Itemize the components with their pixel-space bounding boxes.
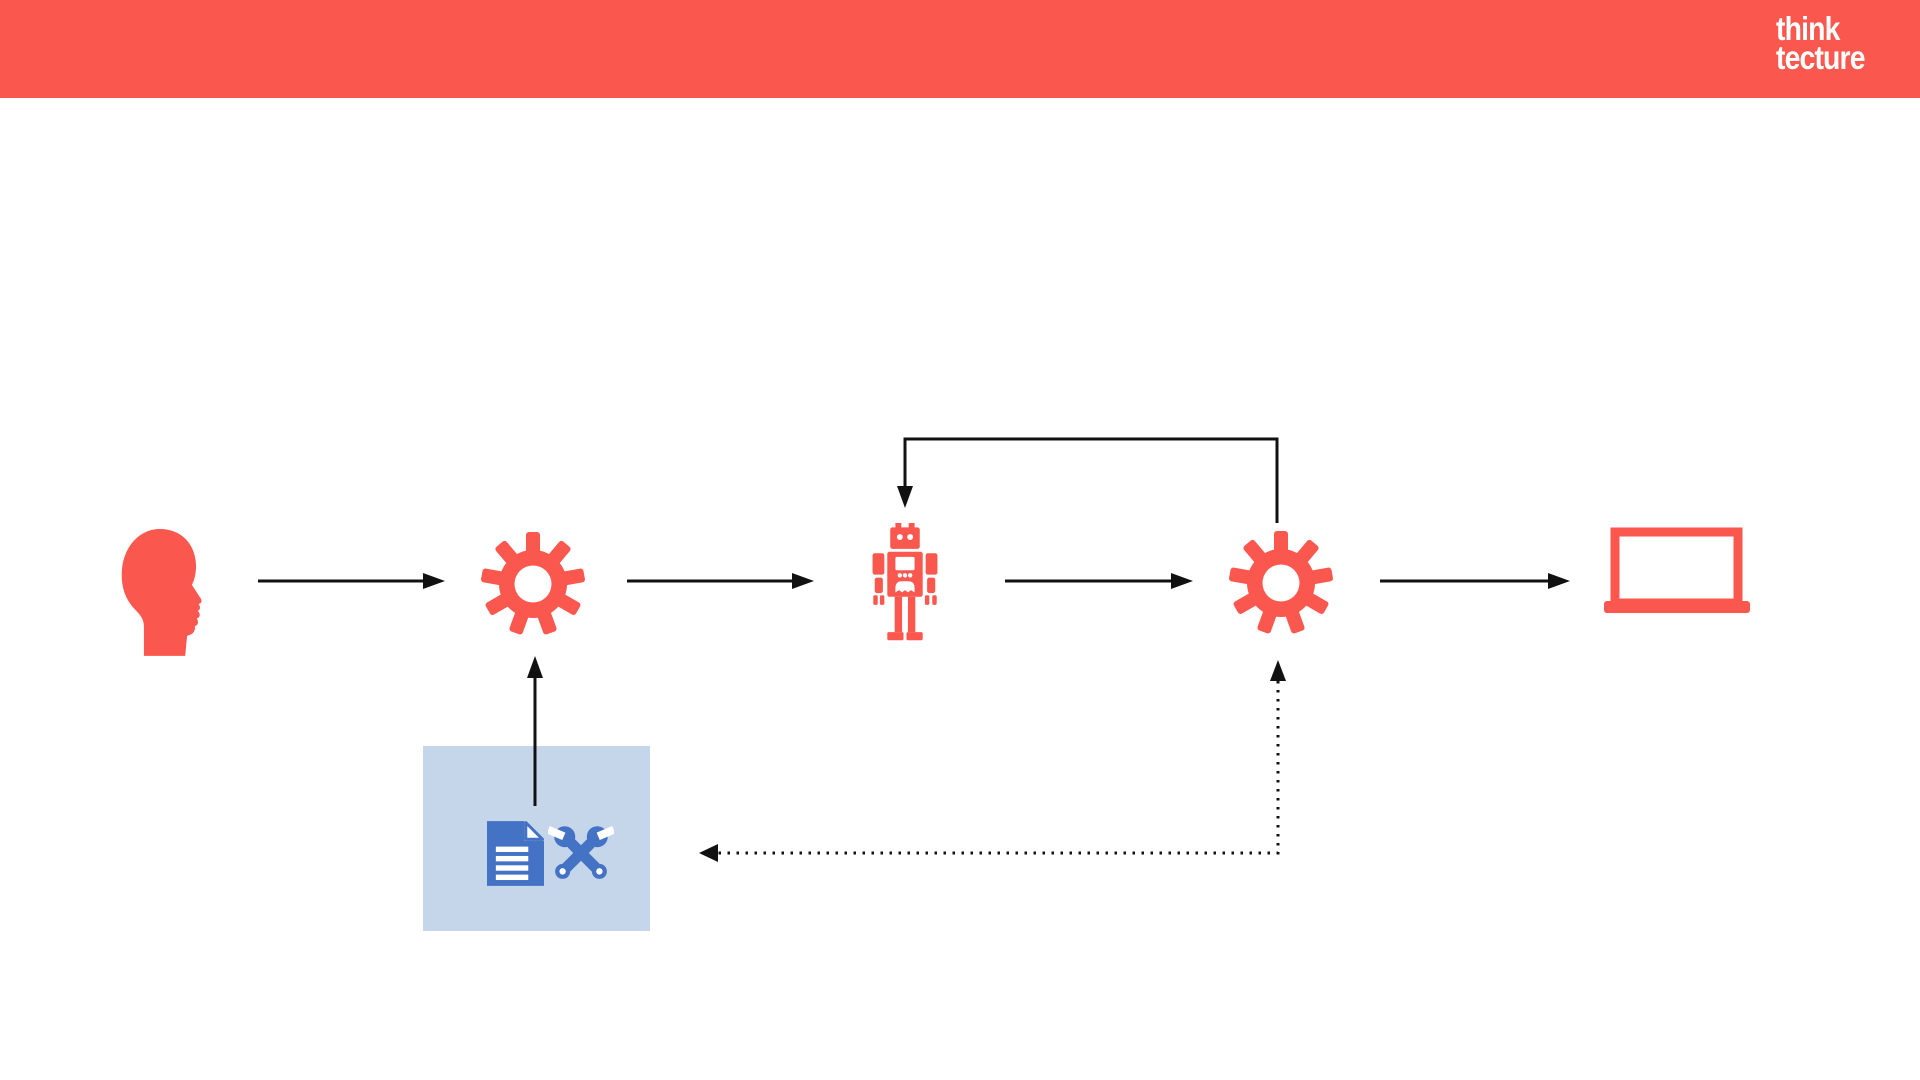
gear-icon-1 xyxy=(481,532,585,636)
connector-gear1-to-robot xyxy=(627,573,814,589)
robot-icon xyxy=(872,523,938,641)
connector-user-to-gear1 xyxy=(258,573,445,589)
connector-robot-to-gear2 xyxy=(1005,573,1193,589)
laptop-icon xyxy=(1604,527,1750,613)
person-head-icon xyxy=(121,528,202,656)
logo-line-1: think xyxy=(1776,10,1840,47)
connector-gear2-loop-to-robot xyxy=(897,437,1279,523)
document-icon xyxy=(487,821,544,886)
thinktecture-logo: think tecture xyxy=(1776,10,1865,76)
connector-dotted-feedback xyxy=(699,660,1286,862)
connector-resources-to-gear1 xyxy=(527,656,543,806)
connector-gear2-to-laptop xyxy=(1380,573,1570,589)
gear-icon-2 xyxy=(1229,531,1333,635)
logo-line-2: tecture xyxy=(1776,39,1865,76)
header-bar: think tecture xyxy=(0,0,1920,98)
